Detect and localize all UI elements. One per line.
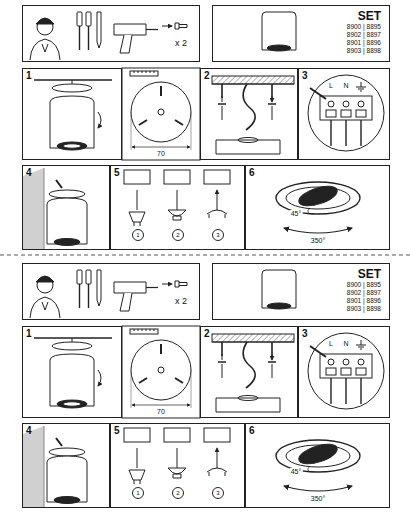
step-panel: 1: [22, 68, 122, 160]
callout-number: 3: [216, 232, 219, 239]
article-number: 8900 | 8895: [347, 281, 381, 289]
step-panel: 1: [22, 326, 122, 418]
callout-number: 1: [136, 490, 139, 497]
product-panel: SET8900 | 88958902 | 88978901 | 88968903…: [212, 263, 390, 320]
cut-line: [0, 255, 410, 256]
step-panel: 2: [200, 326, 298, 418]
set-heading: SET: [358, 9, 381, 23]
step-panel: 4: [22, 423, 110, 508]
callout-circle: 1: [132, 487, 144, 499]
article-number: 8901 | 8896: [347, 39, 381, 47]
step-number: 3: [302, 328, 386, 340]
angle-label: 350°: [310, 495, 326, 503]
callout-number: 1: [136, 232, 139, 239]
callout-circle: 2: [172, 229, 184, 241]
set-heading: SET: [358, 267, 381, 281]
angle-label: 350°: [310, 237, 326, 245]
angle-label: 45°: [290, 468, 303, 476]
step-panel: 5 1 2 3: [110, 423, 245, 508]
terminal-label: L: [328, 82, 334, 90]
dimension-label: 70: [156, 150, 166, 158]
tools-panel: x 2: [22, 5, 200, 62]
callout-circle: 3: [212, 487, 224, 499]
article-number: 8901 | 8896: [347, 297, 381, 305]
article-number: 8902 | 8897: [347, 289, 381, 297]
step-number: 6: [249, 167, 386, 179]
article-number: 8903 | 8898: [347, 305, 381, 313]
dimension-label: 70: [156, 408, 166, 416]
step-number: 5: [114, 425, 241, 437]
terminal-label: L: [328, 340, 334, 348]
callout-number: 2: [176, 490, 179, 497]
callout-circle: 1: [132, 229, 144, 241]
step-number: 5: [114, 167, 241, 179]
step-number: 1: [26, 70, 118, 82]
terminal-label: N: [342, 340, 349, 348]
product-panel: SET8900 | 88958902 | 88978901 | 88968903…: [212, 5, 390, 62]
step-number: 2: [204, 328, 294, 340]
tools-panel: x 2: [22, 263, 200, 320]
step-number: 6: [249, 425, 386, 437]
step-number: 1: [26, 328, 118, 340]
article-number: 8900 | 8895: [347, 23, 381, 31]
terminal-label: N: [342, 82, 349, 90]
callout-number: 3: [216, 490, 219, 497]
article-number: 8903 | 8898: [347, 47, 381, 55]
step-number: 4: [26, 167, 106, 179]
step-number: 3: [302, 70, 386, 82]
quantity-label: x 2: [175, 296, 187, 306]
step-panel: 2: [200, 68, 298, 160]
step-number: 4: [26, 425, 106, 437]
step-number: 2: [204, 70, 294, 82]
step-panel: 4: [22, 165, 110, 250]
angle-label: 45°: [290, 210, 303, 218]
article-number: 8902 | 8897: [347, 31, 381, 39]
quantity-label: x 2: [175, 38, 187, 48]
callout-number: 2: [176, 232, 179, 239]
callout-circle: 2: [172, 487, 184, 499]
step-panel: 5 1 2 3: [110, 165, 245, 250]
callout-circle: 3: [212, 229, 224, 241]
